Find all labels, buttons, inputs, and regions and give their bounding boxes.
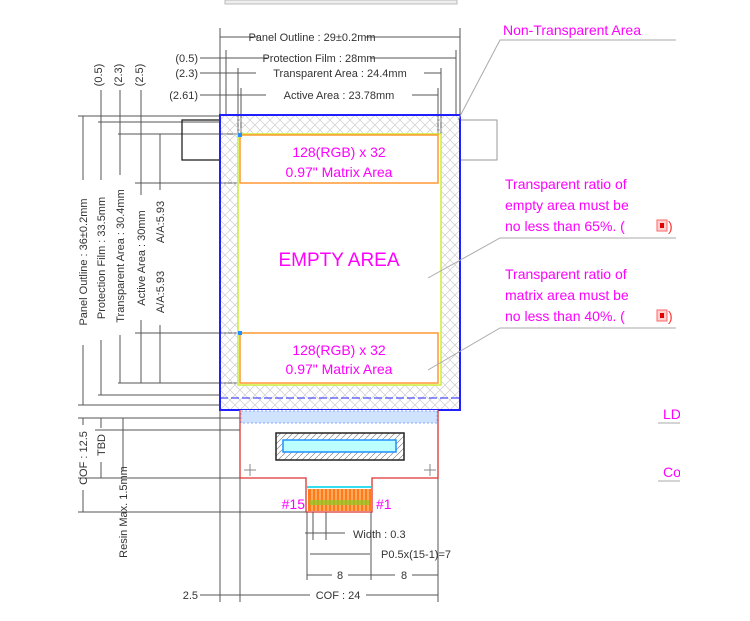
matrix-area-top [239,134,439,184]
matrix-area-bottom [239,332,439,384]
dim-half-left: 8 [337,570,343,582]
right-tab [459,119,498,161]
dim-aa-bottom: A/A:5.93 [155,271,167,313]
note-empty-ratio: Transparent ratio of empty area must be … [505,176,673,234]
pixel-marker-top [238,133,242,137]
dim-resin: Resin Max. 1.5mm [118,466,130,558]
svg-text:no less than 40%. (: no less than 40%. ( [505,308,625,324]
dim-tbd: TBD [96,434,108,456]
cut-label-ld: LD [663,406,681,422]
svg-text:matrix area must be: matrix area must be [505,287,629,303]
cut-label-co: Co [663,464,681,480]
dim-offset-transparent: (2.3) [175,68,198,80]
svg-text:no less than 65%. (: no less than 65%. ( [505,218,625,234]
dim-cof-height: COF : 12.5 [78,431,90,485]
dim-panel-outline-width: Panel Outline : 29±0.2mm [248,32,375,44]
pin-1-label: #1 [376,496,392,512]
left-tab [181,119,221,161]
dim-offset-film: (0.5) [175,53,198,65]
cof-flex [239,410,439,513]
dim-v-offset-3: (2.5) [134,64,146,87]
matrix-bottom-size: 0.97" Matrix Area [286,361,393,377]
top-frame [224,0,458,5]
top-dimension-lines [200,28,461,135]
dim-v-offset-2: (2.3) [113,64,125,87]
matrix-top-resolution: 128(RGB) x 32 [292,144,386,160]
dim-active-area-height: Active Area : 30mm [136,210,148,305]
right-crop-mask [680,0,750,621]
matrix-top-size: 0.97" Matrix Area [286,164,393,180]
svg-text:): ) [668,308,673,324]
dim-v-offset-1: (0.5) [93,64,105,87]
leader-lines [427,39,680,482]
dim-panel-outline-height: Panel Outline : 36±0.2mm [78,198,90,325]
dim-left-offset: 2.5 [183,590,198,602]
dim-transparent-area-height: Transparent Area : 30.4mm [115,189,127,323]
note-non-transparent: Non-Transparent Area [503,22,641,38]
dim-transparent-area-width: Transparent Area : 24.4mm [273,68,407,80]
dim-active-area-width: Active Area : 23.78mm [284,90,395,102]
svg-text:Transparent ratio of: Transparent ratio of [505,176,627,192]
dim-protection-film-width: Protection Film : 28mm [262,53,375,65]
dim-pin-pitch: P0.5x(15-1)=7 [381,549,451,561]
dim-protection-film-height: Protection Film : 33.5mm [96,197,108,319]
note-matrix-ratio: Transparent ratio of matrix area must be… [505,266,673,324]
dim-pin-width: Width : 0.3 [353,529,406,541]
matrix-bottom-resolution: 128(RGB) x 32 [292,342,386,358]
dim-cof-width: COF : 24 [316,590,361,602]
svg-text:Transparent ratio of: Transparent ratio of [505,266,627,282]
dim-aa-top: A/A:5.93 [155,201,167,243]
cof-dimension-lines [200,512,438,596]
svg-text:empty area must be: empty area must be [505,197,629,213]
pixel-marker-bottom [238,331,242,335]
svg-text:): ) [668,218,673,234]
pin-15-label: #15 [282,496,306,512]
dim-offset-active: (2.61) [169,90,198,102]
dim-half-right: 8 [401,570,407,582]
empty-area-label: EMPTY AREA [278,250,399,271]
